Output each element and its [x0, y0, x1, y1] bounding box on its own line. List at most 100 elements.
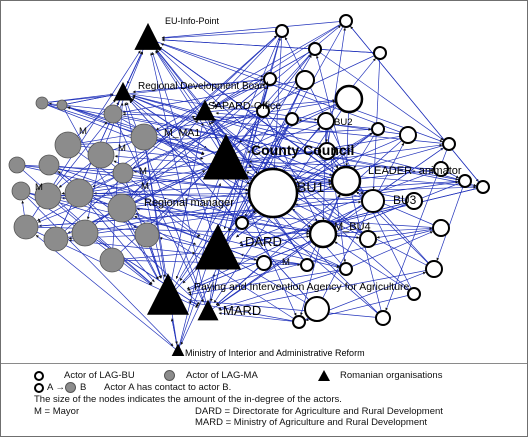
- label-mayor: M: [118, 143, 126, 154]
- romanian-org-symbol: [318, 370, 330, 381]
- network-edge: [67, 128, 372, 146]
- network-edge: [114, 154, 484, 188]
- legend-arrow-b: B: [80, 382, 87, 393]
- network-edge: [167, 127, 321, 299]
- lag-ma-actor-node: [11, 181, 31, 201]
- lag-bu-actor-node: [318, 142, 336, 160]
- network-edge: [322, 227, 433, 235]
- lag-bu-actor-node: [371, 122, 385, 136]
- network-diagram: EU-Info-Point Regional Development Board…: [8, 14, 490, 358]
- lag-ma-actor-node: [38, 154, 60, 176]
- lag-bu-actor-node: [295, 70, 315, 90]
- lag-bu-actor-node: [432, 219, 450, 237]
- romanian-organisation-node: [134, 22, 162, 50]
- lag-bu-symbol: [34, 371, 44, 381]
- network-edge: [216, 200, 374, 307]
- network-edge: [237, 262, 318, 310]
- lag-ma-symbol: [164, 370, 175, 381]
- label-county-council: County Council: [251, 142, 354, 158]
- network-edge: [113, 160, 347, 270]
- lag-bu-actor-node: [247, 167, 299, 219]
- label-ministry-interior: Ministry of Interior and Administrative …: [185, 348, 365, 358]
- network-edge: [295, 134, 409, 184]
- lag-ma-actor-node: [99, 247, 125, 273]
- lag-bu-actor-node: [256, 104, 270, 118]
- lag-ma-actor-node: [130, 123, 158, 151]
- lag-bu-actor-node: [375, 310, 391, 326]
- network-edge: [47, 195, 153, 285]
- network-edge: [78, 192, 155, 283]
- lag-ma-actor-node: [87, 141, 115, 169]
- network-edge: [218, 268, 435, 311]
- legend-arrow-a: A →: [47, 382, 65, 393]
- network-edge: [16, 164, 310, 232]
- label-mayor: M: [139, 166, 147, 177]
- lag-bu-actor-node: [359, 230, 377, 248]
- romanian-organisation-node: [197, 299, 219, 321]
- network-edge: [155, 48, 316, 226]
- network-edge: [161, 30, 283, 40]
- network-edge: [161, 20, 347, 39]
- legend-size-note: The size of the nodes indicates the amou…: [34, 394, 342, 405]
- legend-contact: Actor A has contact to actor B.: [104, 382, 232, 393]
- network-edge: [112, 113, 477, 187]
- label-mayor: M: [282, 257, 290, 268]
- lag-ma-actor-node: [64, 178, 94, 208]
- lag-bu-actor-node: [235, 216, 249, 230]
- network-edge: [188, 268, 347, 296]
- legend-lag-bu: Actor of LAG-BU: [64, 370, 135, 381]
- label-mayor: M: [35, 182, 43, 193]
- label-mayor: M: [79, 126, 87, 137]
- network-edge: [41, 78, 264, 104]
- network-edge: [213, 118, 415, 295]
- lag-bu-actor-node: [373, 46, 387, 60]
- network-edge: [353, 128, 379, 169]
- lag-ma-actor-node: [103, 104, 123, 124]
- network-edge: [156, 49, 206, 113]
- lag-bu-actor-node: [330, 165, 362, 197]
- network-edge: [155, 50, 227, 162]
- network-edge: [67, 100, 336, 146]
- romanian-organisation-node: [194, 223, 242, 270]
- romanian-organisation-node: [202, 133, 250, 180]
- lag-bu-actor-node: [361, 189, 385, 213]
- lag-bu-actor-node: [300, 258, 314, 272]
- network-edge: [436, 180, 466, 261]
- label-m-ma1: M_MA1: [164, 127, 200, 139]
- lag-bu-actor-node: [433, 161, 449, 177]
- network-edge: [214, 78, 271, 108]
- network-edge: [132, 95, 328, 152]
- lag-ma-actor-node: [56, 99, 68, 111]
- lag-bu-actor-node: [275, 24, 289, 38]
- lag-bu-actor-node: [304, 296, 330, 322]
- legend-divider: [1, 363, 527, 364]
- network-edge: [121, 25, 341, 209]
- label-leader-animator: LEADER- animator: [368, 165, 462, 177]
- lag-bu-actor-node: [399, 126, 417, 144]
- lag-ma-actor-node: [43, 226, 69, 252]
- network-edge: [159, 46, 347, 182]
- lag-bu-actor-node: [425, 260, 443, 278]
- lag-ma-actor-node: [54, 131, 82, 159]
- lag-bu-actor-node: [476, 180, 490, 194]
- lag-bu-actor-node: [458, 174, 472, 188]
- label-eu-info-point: EU-Info-Point: [165, 16, 220, 26]
- lag-bu-actor-node: [317, 112, 335, 130]
- legend-lag-ma: Actor of LAG-MA: [186, 370, 258, 381]
- legend-dard-definition: DARD = Directorate for Agriculture and R…: [195, 406, 443, 417]
- label-mard: MARD: [223, 303, 261, 318]
- network-edge: [136, 207, 442, 229]
- lag-bu-actor-node: [308, 42, 322, 56]
- network-edge: [122, 79, 306, 114]
- network-edge: [295, 203, 369, 240]
- network-edge: [35, 234, 179, 352]
- lag-bu-actor-node: [263, 72, 277, 86]
- lag-bu-actor-node: [407, 287, 421, 301]
- network-edge: [61, 94, 114, 106]
- network-edge: [47, 121, 108, 197]
- network-edge: [122, 92, 318, 121]
- network-edge: [129, 100, 318, 310]
- network-edge: [316, 142, 405, 310]
- actor-b-symbol: [65, 382, 76, 393]
